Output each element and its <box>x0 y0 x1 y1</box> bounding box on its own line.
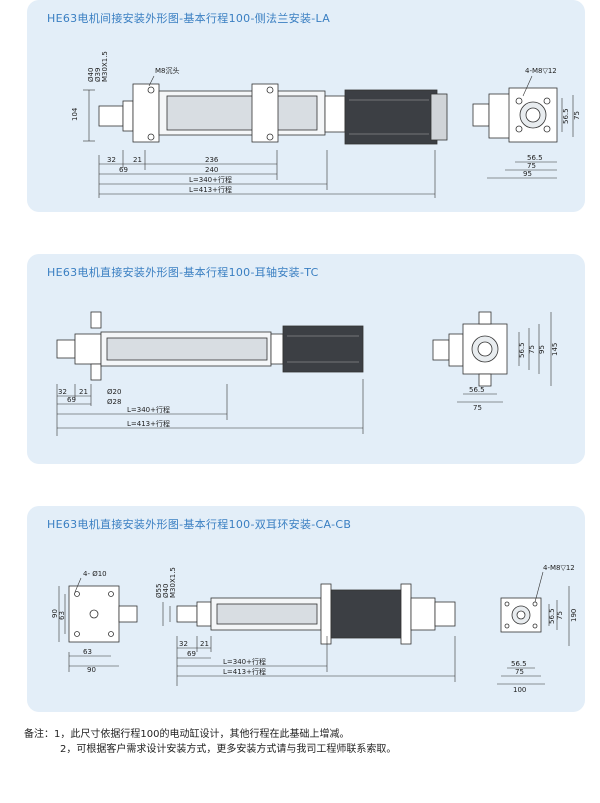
dim-236: 236 <box>205 156 219 164</box>
dim-d55: Ø55 <box>155 584 163 598</box>
panel-title: HE63电机直接安装外形图-基本行程100-耳轴安装-TC <box>47 266 319 279</box>
rod-end <box>56 339 76 359</box>
motor-housing <box>344 89 438 145</box>
panel-ca-cb: HE63电机直接安装外形图-基本行程100-双耳环安装-CA-CB <box>27 506 585 712</box>
panel-la: HE63电机间接安装外形图-基本行程100-侧法兰安装-LA <box>27 0 585 212</box>
end-boss <box>472 103 490 127</box>
dim-d40: Ø40 <box>87 68 95 82</box>
dim-69: 69 <box>119 166 128 174</box>
dim-v190: 190 <box>570 609 578 622</box>
motor-housing <box>282 325 364 373</box>
dim-holes: 4-M8▽12 <box>525 67 557 75</box>
drawing-ca-cb: 4- Ø10 90 63 63 90 Ø55 Ø40 M30X1.5 32 21… <box>51 564 578 694</box>
dim-v565: 56.5 <box>562 108 570 124</box>
panel-title: HE63电机间接安装外形图-基本行程100-侧法兰安装-LA <box>47 12 331 25</box>
dim-m30: M30X1.5 <box>169 567 177 598</box>
panel-title: HE63电机直接安装外形图-基本行程100-双耳环安装-CA-CB <box>47 518 352 531</box>
dim-l340: L=340+行程 <box>189 175 232 184</box>
dim-v95: 95 <box>538 345 546 354</box>
dim-l413: L=413+行程 <box>189 185 232 194</box>
dim-v63: 63 <box>58 611 66 620</box>
dim-v90: 90 <box>51 609 59 618</box>
dim-h565: 56.5 <box>527 154 543 162</box>
dim-32: 32 <box>58 388 67 396</box>
dim-v75: 75 <box>556 611 564 620</box>
dim-v145: 145 <box>551 343 559 356</box>
dim-21: 21 <box>200 640 209 648</box>
notes: 备注：1，此尺寸依据行程100的电动缸设计，其他行程在此基础上增减。 2，可根据… <box>24 727 584 757</box>
dim-32: 32 <box>179 640 188 648</box>
rod-end <box>98 105 124 127</box>
dim-l413: L=413+行程 <box>127 419 170 428</box>
dim-m30: M30X1.5 <box>101 51 109 82</box>
dim-h565: 56.5 <box>469 386 485 394</box>
dim-104: 104 <box>71 107 79 121</box>
dim-holes10: 4- Ø10 <box>83 570 107 578</box>
dim-l340: L=340+行程 <box>127 405 170 414</box>
dim-l340: L=340+行程 <box>223 657 266 666</box>
dim-h95: 95 <box>523 170 532 178</box>
dim-21: 21 <box>133 156 142 164</box>
dim-m8: M8沉头 <box>155 66 180 75</box>
dim-v565: 56.5 <box>518 342 526 358</box>
trunnion-top <box>90 311 102 329</box>
motor-housing <box>330 589 402 639</box>
dim-h63: 63 <box>83 648 92 656</box>
rear-clevis <box>434 601 456 627</box>
dim-h100: 100 <box>513 686 526 694</box>
dim-69: 69 <box>187 650 196 658</box>
dim-l413: L=413+行程 <box>223 667 266 676</box>
dim-v75: 75 <box>573 111 581 120</box>
front-flange <box>132 83 160 143</box>
note-2: 2，可根据客户需求设计安装方式，更多安装方式请与我司工程师联系索取。 <box>60 744 397 755</box>
dim-h75: 75 <box>515 668 524 676</box>
dim-h75: 75 <box>527 162 536 170</box>
note-1: 备注：1，此尺寸依据行程100的电动缸设计，其他行程在此基础上增减。 <box>24 729 350 740</box>
panel-tc: HE63电机直接安装外形图-基本行程100-耳轴安装-TC <box>27 254 585 464</box>
dim-v565: 56.5 <box>548 608 556 624</box>
dim-v75: 75 <box>528 345 536 354</box>
clevis-plate <box>68 585 120 643</box>
dim-21: 21 <box>79 388 88 396</box>
dim-holes: 4-M8▽12 <box>543 564 575 572</box>
dim-h90: 90 <box>87 666 96 674</box>
dim-h75: 75 <box>473 404 482 412</box>
dim-240: 240 <box>205 166 218 174</box>
dim-d39: Ø39 <box>94 68 102 82</box>
dim-d20: Ø20 <box>107 388 121 396</box>
dim-d40: Ø40 <box>162 584 170 598</box>
dim-32: 32 <box>107 156 116 164</box>
trunnion-bottom <box>90 363 102 381</box>
rear-flange <box>251 83 279 143</box>
dim-h565: 56.5 <box>511 660 527 668</box>
dim-d28: Ø28 <box>107 398 121 406</box>
drawing-la: Ø40 Ø39 M30X1.5 M8沉头 104 32 21 236 69 24… <box>71 51 581 198</box>
drawing-tc: 32 21 69 Ø20 Ø28 L=340+行程 L=413+行程 56.5 … <box>56 311 559 436</box>
end-boss <box>432 339 450 361</box>
dim-69: 69 <box>67 396 76 404</box>
rod-eye <box>176 605 198 623</box>
